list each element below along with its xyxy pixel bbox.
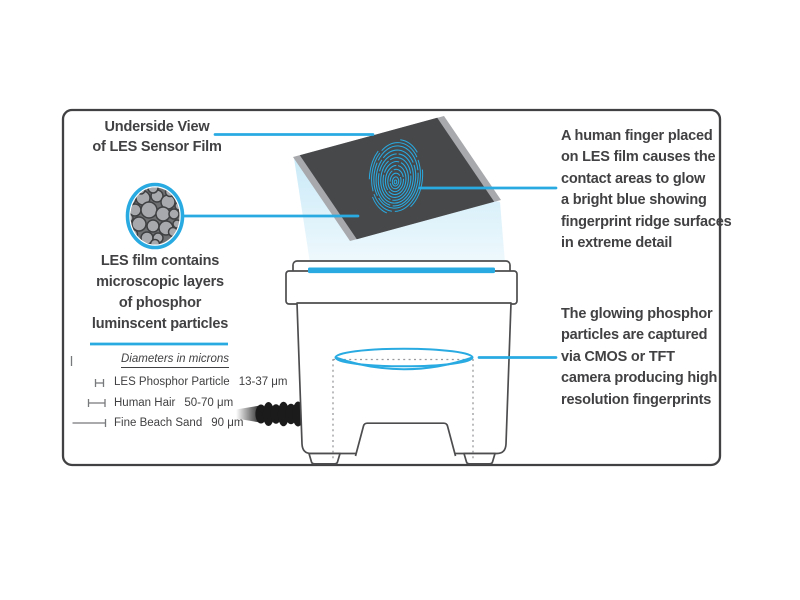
callout-lines	[90, 133, 558, 359]
legend-row-phosphor: LES Phosphor Particle 13-37 μm	[114, 376, 288, 390]
legend-row-value: 50-70 μm	[184, 396, 234, 409]
camera-region-dashed	[332, 358, 474, 461]
camera-capture-line: The glowing phosphor	[561, 306, 713, 322]
les-film-note-line: LES film contains	[100, 253, 220, 269]
frame-border	[61, 108, 722, 467]
les-sensor-film	[293, 116, 501, 241]
finger-glow-line: a bright blue showing	[561, 192, 707, 209]
phosphor-particles-icon	[125, 182, 185, 250]
les-film-note-line: microscopic layers	[96, 274, 224, 290]
legend-row-value: 13-37 μm	[238, 376, 288, 388]
underside-view-line2: of LES Sensor Film	[92, 139, 222, 155]
les-film-note-line: of phosphor	[118, 295, 202, 311]
camera-lens-icon	[334, 347, 474, 371]
legend-row-name: Fine Beach Sand	[114, 417, 203, 429]
camera-capture-line: via CMOS or TFT	[561, 348, 675, 365]
legend-row-sand: Fine Beach Sand 90 μm	[114, 417, 243, 431]
scanner-foot-left	[308, 452, 341, 465]
underside-view-label: Underside View of LES Sensor Film	[72, 117, 242, 157]
underside-view-line1: Underside View	[104, 119, 210, 135]
les-film-note: LES film contains microscopic layers of …	[60, 251, 260, 335]
scanner-bottom-cutout	[354, 422, 457, 457]
camera-capture-line: particles are captured	[561, 327, 708, 344]
camera-capture-line: resolution fingerprints	[561, 391, 712, 408]
scanner-top-rim	[285, 270, 518, 305]
legend-marker-sand	[72, 419, 107, 427]
les-film-note-line: luminscent particles	[91, 316, 229, 332]
finger-glow-line: in extreme detail	[561, 235, 673, 252]
scanner-foot-right	[463, 452, 496, 465]
legend-marker-phosphor	[94, 379, 105, 387]
film-surface	[299, 117, 495, 240]
finger-glow-line: contact areas to glow	[561, 170, 706, 187]
legend-title: Diameters in microns	[121, 353, 229, 368]
legend-title-text: Diameters in microns	[121, 353, 229, 368]
legend-row-name: Human Hair	[114, 396, 176, 409]
finger-glow-note: A human finger placed on LES film causes…	[561, 126, 736, 254]
camera-capture-line: camera producing high	[561, 370, 718, 387]
fingerprint-icon	[368, 139, 424, 215]
scanner-film-strip	[308, 267, 495, 274]
legend-row-value: 90 μm	[211, 417, 244, 429]
finger-glow-line: on LES film causes the	[561, 149, 716, 166]
legend-scale-markers	[70, 356, 107, 427]
finger-glow-line: A human finger placed	[561, 128, 713, 144]
camera-capture-note: The glowing phosphor particles are captu…	[561, 304, 736, 411]
legend-row-name: LES Phosphor Particle	[114, 376, 230, 388]
legend-marker-hair	[87, 399, 106, 407]
finger-glow-line: fingerprint ridge surfaces	[561, 213, 732, 230]
power-cable-icon	[236, 401, 304, 427]
legend-row-hair: Human Hair 50-70 μm	[114, 397, 233, 411]
scanner-body	[296, 302, 512, 455]
